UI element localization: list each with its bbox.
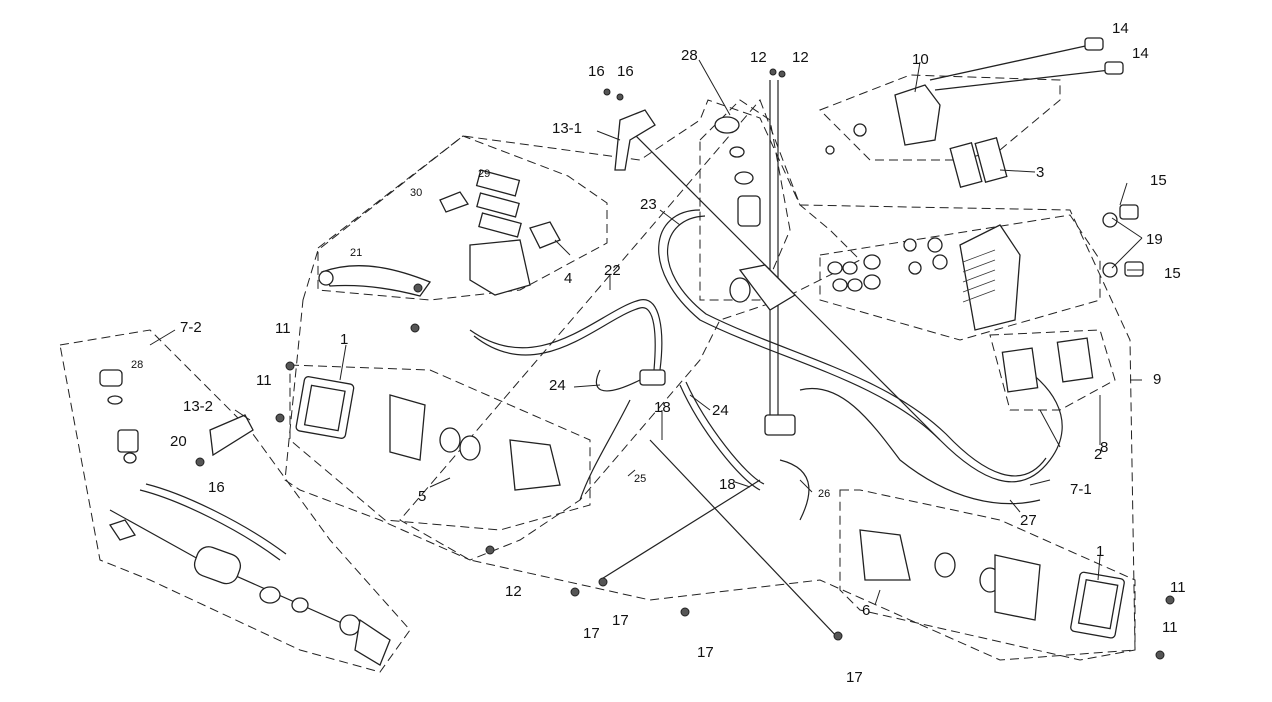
callout-18-b: 18 bbox=[719, 476, 736, 493]
front-brake-group-boundary bbox=[284, 99, 861, 561]
callout-18-a: 18 bbox=[654, 399, 671, 416]
callout-28-top: 28 bbox=[681, 47, 698, 64]
brake-lines bbox=[109, 80, 1063, 641]
rear-master-cylinder bbox=[714, 116, 797, 311]
hose-rear-pedal-inner bbox=[145, 483, 287, 555]
callout-22: 22 bbox=[604, 262, 621, 279]
callout-2: 2 bbox=[1094, 446, 1102, 463]
callout-14-a: 14 bbox=[1112, 20, 1129, 37]
parking-caliper-boundary bbox=[819, 214, 1101, 341]
junction-block bbox=[764, 414, 796, 436]
left-caliper-boundary bbox=[289, 364, 591, 531]
callout-29: 29 bbox=[478, 168, 490, 180]
callout-1-right: 1 bbox=[1096, 543, 1104, 560]
hose-22-inner bbox=[473, 307, 656, 371]
parking-pad-boundary bbox=[989, 329, 1116, 411]
brake-lever-21 bbox=[321, 265, 432, 297]
hose-24-left bbox=[595, 369, 641, 392]
leader-lines bbox=[149, 59, 1143, 606]
callout-12-b: 12 bbox=[792, 49, 809, 66]
callout-24-a: 24 bbox=[549, 377, 566, 394]
callout-25: 25 bbox=[634, 473, 646, 485]
foot-pedal-assembly bbox=[99, 369, 391, 666]
hose-26 bbox=[779, 459, 810, 521]
callout-21: 21 bbox=[350, 247, 362, 259]
callout-24-b: 24 bbox=[712, 402, 729, 419]
callout-13-1: 13-1 bbox=[552, 120, 582, 137]
callout-16-b: 16 bbox=[617, 63, 634, 80]
callout-4: 4 bbox=[564, 270, 572, 287]
callout-28-left: 28 bbox=[131, 359, 143, 371]
callout-15-a: 15 bbox=[1150, 172, 1167, 189]
callout-14-b: 14 bbox=[1132, 45, 1149, 62]
callout-8: 8 bbox=[1100, 439, 1108, 456]
bracket-13-1 bbox=[614, 109, 656, 171]
rear-line-long bbox=[599, 479, 761, 581]
callout-5: 5 bbox=[418, 488, 426, 505]
callout-7-1: 7-1 bbox=[1070, 481, 1092, 498]
t-junction bbox=[639, 369, 666, 386]
callout-labels: 1 1 2 3 4 5 6 7-1 7-2 8 9 10 11 11 11 11… bbox=[131, 20, 1186, 686]
callout-27: 27 bbox=[1020, 512, 1037, 529]
callout-1-left: 1 bbox=[340, 331, 348, 348]
fasteners bbox=[195, 68, 843, 641]
rear-line-long-2 bbox=[649, 439, 841, 641]
callout-20: 20 bbox=[170, 433, 187, 450]
hose-22 bbox=[469, 299, 663, 371]
parking-lever-boundary bbox=[819, 74, 1061, 161]
callout-23: 23 bbox=[640, 196, 657, 213]
callout-16-c: 16 bbox=[208, 479, 225, 496]
callout-16-a: 16 bbox=[588, 63, 605, 80]
callout-3: 3 bbox=[1036, 164, 1044, 181]
callout-15-b: 15 bbox=[1164, 265, 1181, 282]
callout-6: 6 bbox=[862, 602, 870, 619]
rear-master-cylinder-boundary bbox=[699, 99, 791, 301]
callout-7-2: 7-2 bbox=[180, 319, 202, 336]
front-master-cylinder bbox=[318, 169, 561, 333]
parking-lever bbox=[825, 37, 1124, 155]
hose-24-down bbox=[579, 399, 631, 501]
callout-11-b: 11 bbox=[256, 372, 272, 389]
parking-caliper bbox=[827, 137, 1144, 393]
hose-24-right bbox=[679, 384, 761, 491]
callout-10: 10 bbox=[912, 51, 929, 68]
pedal-rod bbox=[109, 509, 381, 641]
rear-brake-outer-boundary bbox=[399, 99, 1136, 661]
callout-13-2: 13-2 bbox=[183, 398, 213, 415]
hose-23 bbox=[658, 209, 1063, 483]
callout-11-c: 11 bbox=[1170, 579, 1186, 596]
callout-19: 19 bbox=[1146, 231, 1163, 248]
callout-17-d: 17 bbox=[846, 669, 863, 686]
callout-26: 26 bbox=[818, 488, 830, 500]
callout-30: 30 bbox=[410, 187, 422, 199]
callout-12-c: 12 bbox=[505, 583, 522, 600]
callout-17-a: 17 bbox=[583, 625, 600, 642]
callout-11-d: 11 bbox=[1162, 619, 1178, 636]
callout-11-a: 11 bbox=[275, 320, 291, 337]
foot-pedal-boundary bbox=[59, 329, 411, 673]
left-caliper bbox=[275, 361, 561, 491]
callout-17-c: 17 bbox=[697, 644, 714, 661]
hose-23-inner bbox=[667, 215, 1047, 477]
hose-24-right-inner bbox=[685, 381, 765, 485]
hose-rear-pedal bbox=[139, 489, 281, 561]
right-caliper-boundary bbox=[839, 489, 1136, 661]
right-caliper bbox=[859, 529, 1175, 660]
callout-12-a: 12 bbox=[750, 49, 767, 66]
front-master-cylinder-boundary bbox=[317, 135, 608, 301]
hose-27 bbox=[799, 387, 1041, 505]
callout-9: 9 bbox=[1153, 371, 1161, 388]
callout-17-b: 17 bbox=[612, 612, 629, 629]
